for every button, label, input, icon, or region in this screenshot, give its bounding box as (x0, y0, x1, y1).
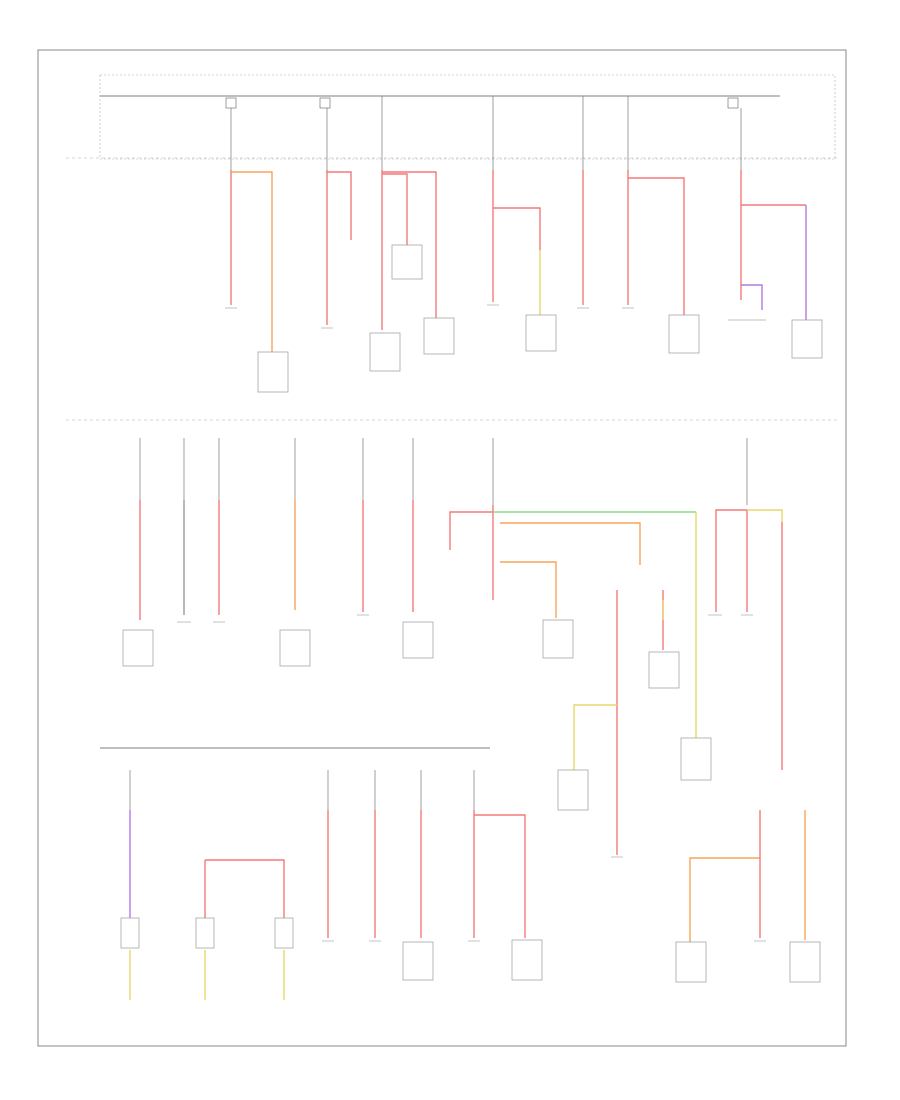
module-14 (680, 737, 712, 781)
middle-ground-marks (177, 614, 753, 858)
middle-components (122, 619, 712, 811)
module-5 (525, 314, 557, 352)
top-components (257, 244, 823, 393)
module-6 (668, 314, 700, 354)
module-17 (274, 917, 294, 949)
module-20 (675, 941, 707, 983)
module-10 (402, 621, 434, 659)
module-16 (195, 917, 215, 949)
module-19 (511, 939, 543, 981)
module-3 (369, 332, 401, 372)
module-9 (279, 629, 311, 667)
top-ground-marks (225, 304, 766, 329)
module-7 (791, 319, 823, 359)
bottom-wires (129, 810, 806, 1000)
module-8 (122, 629, 154, 667)
module-13 (557, 769, 589, 811)
middle-feeds (139, 438, 748, 505)
section-middle (122, 438, 783, 858)
section-top (66, 74, 840, 393)
module-11 (542, 619, 574, 659)
module-2 (391, 244, 423, 280)
module-15 (120, 917, 140, 949)
top-fuses (225, 96, 742, 170)
module-21 (789, 941, 821, 983)
middle-wires (139, 500, 783, 855)
section-bottom (100, 747, 821, 1000)
module-18 (402, 941, 434, 981)
module-4 (423, 317, 455, 355)
top-fuse-box (99, 74, 836, 160)
module-1 (257, 351, 289, 393)
top-wires (230, 170, 807, 352)
bottom-feeds (129, 770, 475, 810)
module-12 (648, 651, 680, 689)
bottom-components (120, 917, 821, 983)
diagram-frame (37, 49, 847, 1047)
